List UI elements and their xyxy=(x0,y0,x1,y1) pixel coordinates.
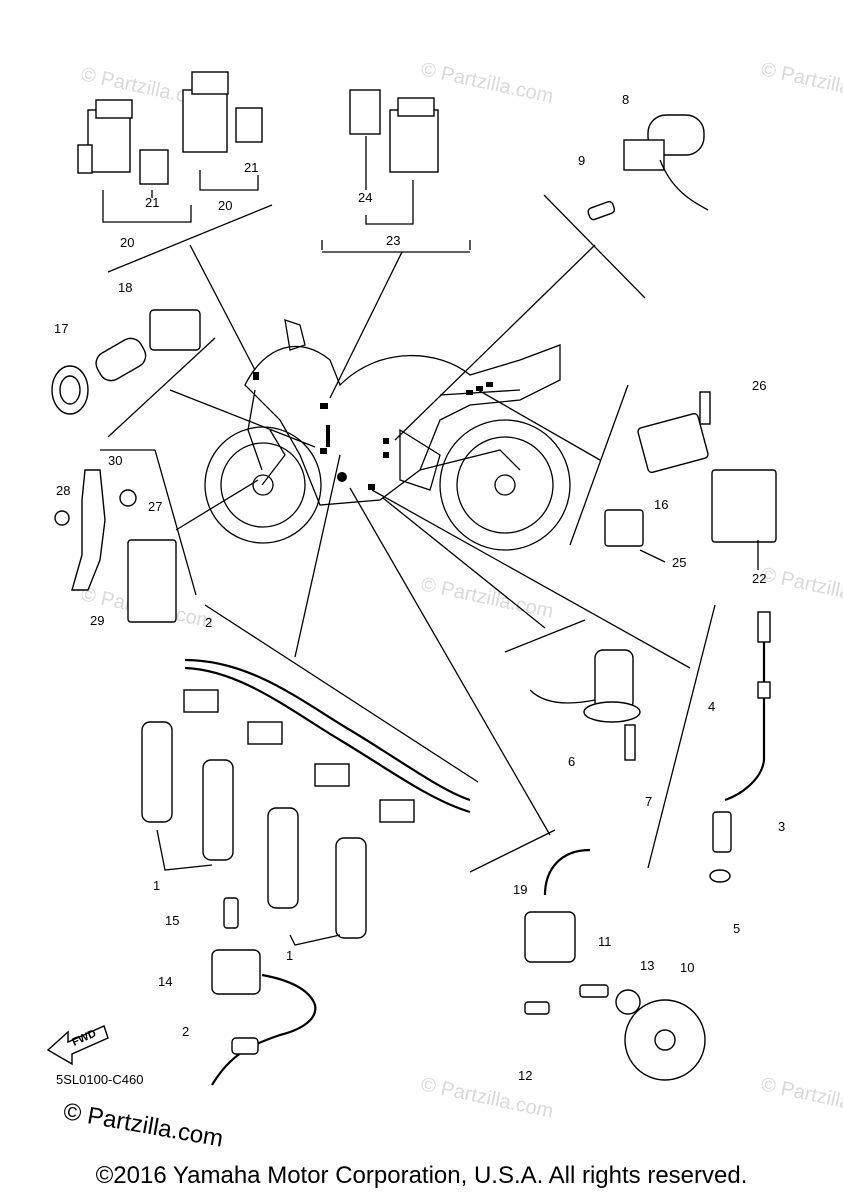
callout-28: 28 xyxy=(56,483,70,498)
callout-1: 1 xyxy=(153,878,160,893)
callout-24: 24 xyxy=(358,190,372,205)
wire-harness-2 xyxy=(183,658,471,823)
callout-2: 2 xyxy=(205,615,212,630)
callout-30: 30 xyxy=(108,453,122,468)
ignition-coils-1 xyxy=(141,721,367,946)
temp-sensor-17 xyxy=(51,309,201,415)
leader-lines xyxy=(100,194,716,873)
callout-10: 10 xyxy=(680,960,694,975)
location-markers xyxy=(253,372,493,490)
callout-25: 25 xyxy=(672,555,686,570)
diagram-code: 5SL0100-C460 xyxy=(56,1072,144,1087)
callout-20: 20 xyxy=(120,235,134,250)
callout-15: 16 xyxy=(654,497,668,512)
watermark: © Partzilla.com xyxy=(759,1073,843,1123)
callout-22: 22 xyxy=(752,571,766,586)
callout-6: 6 xyxy=(568,754,575,769)
motorcycle-outline xyxy=(204,319,571,551)
callout-21: 21 xyxy=(145,195,159,210)
crank-sensor-13 xyxy=(211,897,317,1086)
callout-17: 18 xyxy=(118,280,132,295)
callout-labels: 20 21 20 21 24 23 8 9 18 17 26 16 25 22 … xyxy=(54,92,785,1083)
callout-4: 4 xyxy=(708,699,715,714)
callout-27: 27 xyxy=(148,499,162,514)
bracket-assembly xyxy=(54,469,177,623)
callout-12: 13 xyxy=(640,958,654,973)
relay-group-20 xyxy=(77,71,263,223)
callout-23: 23 xyxy=(386,233,400,248)
sensor-lead-4 xyxy=(709,611,771,883)
watermark: © Partzilla.com xyxy=(419,58,555,108)
callout-18: 19 xyxy=(513,882,527,897)
watermark: © Partzilla.com xyxy=(419,1073,555,1123)
watermark: © Partzilla.com xyxy=(759,58,843,108)
callout-3: 3 xyxy=(778,819,785,834)
pickup-assembly xyxy=(524,848,706,1081)
callout-9: 9 xyxy=(578,153,585,168)
callout-13: 14 xyxy=(158,974,172,989)
callout-29: 29 xyxy=(90,613,104,628)
callout-2: 2 xyxy=(182,1024,189,1039)
callout-20: 20 xyxy=(218,198,232,213)
copyright-notice: ©2016 Yamaha Motor Corporation, U.S.A. A… xyxy=(95,1162,748,1189)
fwd-arrow: FWD xyxy=(46,1025,109,1066)
callout-19: 12 xyxy=(518,1068,532,1083)
callout-11: 11 xyxy=(598,934,612,949)
gear-sensor-6 xyxy=(529,649,641,761)
callout-21: 21 xyxy=(244,160,258,175)
callout-1: 1 xyxy=(286,948,293,963)
callout-8: 8 xyxy=(622,92,629,107)
speed-sensor-8 xyxy=(587,114,709,221)
relay-group-23 xyxy=(349,89,439,225)
callout-26: 26 xyxy=(752,378,766,393)
callout-16: 17 xyxy=(54,321,68,336)
right-components xyxy=(604,391,777,570)
callout-5: 5 xyxy=(733,921,740,936)
watermarks: © Partzilla.com © Partzilla.com © Partzi… xyxy=(79,58,843,1123)
watermark: © Partzilla.com xyxy=(759,563,843,613)
callout-14: 15 xyxy=(165,913,179,928)
callout-7: 7 xyxy=(645,794,652,809)
